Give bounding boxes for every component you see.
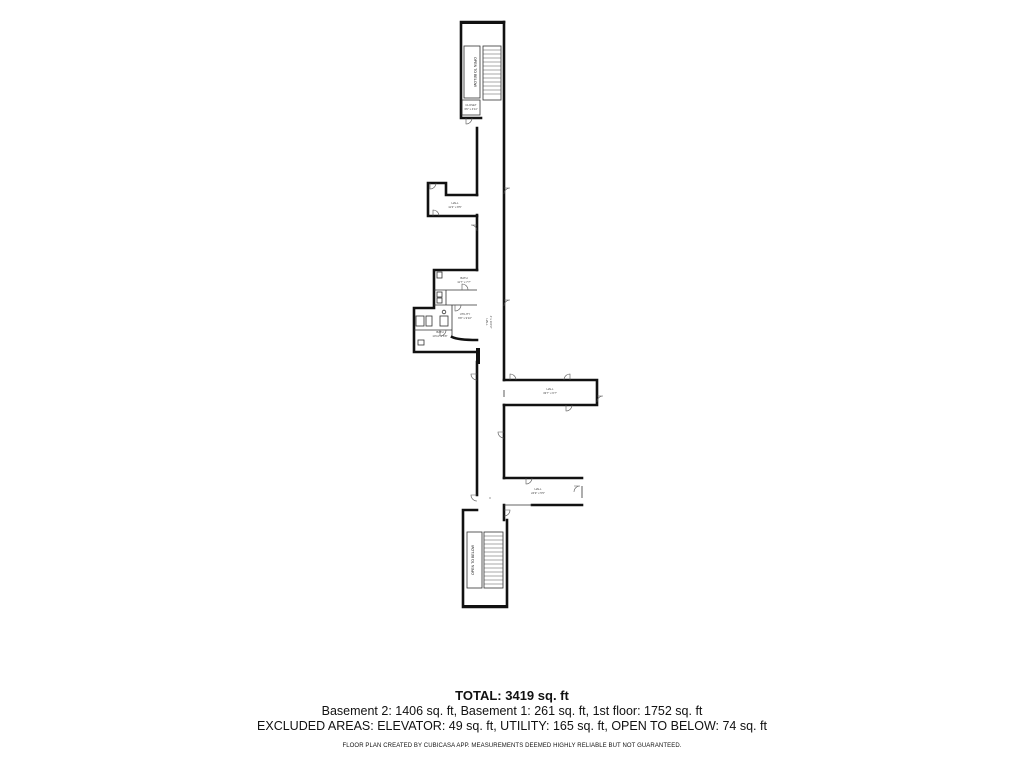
bath-1-dims: 11'7" x 7'7" [457,280,471,284]
bottom-stairwell: OPEN TO BELOW [461,508,509,609]
main-corridor: HALL 4' x 100'3" [470,20,511,522]
utility-dims: 6'8" x 9'10" [458,316,472,320]
bath-1-name: BATH [460,276,467,280]
closet-top-name: CLOSET [465,103,476,107]
bath-2-name: BATH [436,330,443,334]
bath-utility-cluster: BATH 11'7" x 7'7" UTILITY 6'8" x 9'10" B… [412,268,479,354]
hall-2-name: HALL [547,387,554,391]
open-below-top-label: OPEN TO BELOW [473,57,477,88]
hall-1: HALL 11'3" x 8'5" [426,181,479,218]
closet-top-dims: 3'6" x 4'11" [464,107,478,111]
hall-main-name: HALL [485,319,489,326]
utility-name: UTILITY [460,312,471,316]
hall-main-dims: 4' x 100'3" [489,316,493,329]
top-stairwell: OPEN TO BELOW CLOSET 3'6" x 4'11" [459,20,506,125]
level-areas: Basement 2: 1406 sq. ft, Basement 1: 261… [321,704,703,718]
excluded-areas: EXCLUDED AREAS: ELEVATOR: 49 sq. ft, UTI… [257,719,767,733]
hall-3: HALL 24'9" x 5'5" [502,476,584,507]
closet-top [461,99,481,116]
hall-3-name: HALL [535,487,542,491]
stairs-bottom [483,531,504,589]
hall-1-dims: 11'3" x 8'5" [448,205,462,209]
open-below-bottom-label: OPEN TO BELOW [471,544,475,575]
stairs-top [482,45,502,101]
disclaimer: FLOOR PLAN CREATED BY CUBICASA APP. MEAS… [342,743,682,749]
total-area: TOTAL: 3419 sq. ft [455,688,569,703]
hall-2: HALL 33'7" x 6'7" [502,373,604,412]
hall-2-dims: 33'7" x 6'7" [543,391,557,395]
hall-1-name: HALL [452,201,459,205]
bath-2-dims: 10'11" x 6'8" [432,334,447,338]
hall-3-dims: 24'9" x 5'5" [531,491,545,495]
